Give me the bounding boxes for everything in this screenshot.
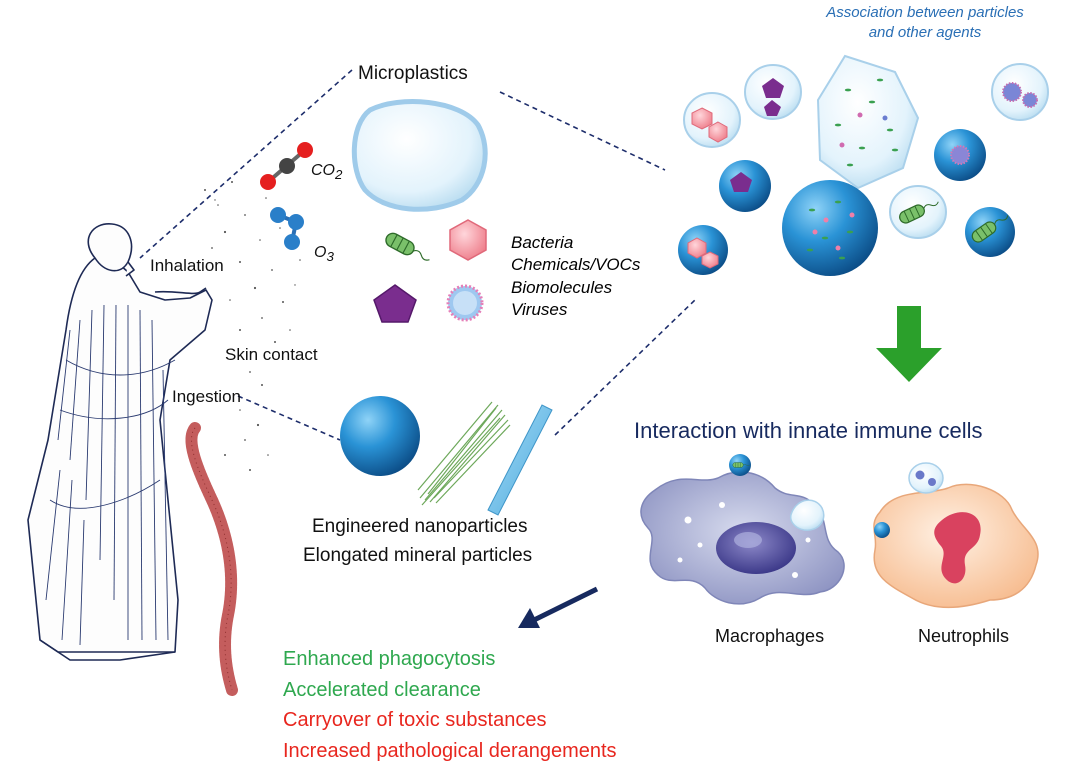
o3-subscript: 3 <box>326 249 334 265</box>
elongated-mineral-label: Elongated mineral particles <box>303 545 533 566</box>
outcome-carryover: Carryover of toxic substances <box>283 709 547 731</box>
neutrophils-label: Neutrophils <box>918 626 1010 646</box>
agent-biomolecules: Biomolecules <box>511 277 613 297</box>
biomolecule-icon <box>373 284 417 323</box>
mineral-slab <box>487 404 553 516</box>
nanoparticle-sphere <box>340 396 420 476</box>
mineral-fibers <box>417 401 511 506</box>
inhalation-label: Inhalation <box>150 256 224 275</box>
association-cluster <box>678 54 1049 276</box>
agent-chemicals: Chemicals/VOCs <box>511 255 641 275</box>
down-arrow <box>876 306 942 382</box>
co2-subscript: 2 <box>335 167 343 183</box>
virus-icon <box>446 284 484 322</box>
microplastic-particle <box>351 99 488 212</box>
association-title: Association between particles and other … <box>790 3 1060 44</box>
o3-base: O <box>314 244 327 261</box>
particle-haze <box>204 181 301 471</box>
agent-bacteria: Bacteria <box>511 233 574 252</box>
macrophage-cell <box>640 454 845 605</box>
skin-contact-label: Skin contact <box>225 345 318 364</box>
co2-label: CO2 <box>311 162 342 183</box>
macrophages-label: Macrophages <box>715 626 825 646</box>
neutrophil-cell <box>873 462 1039 608</box>
connector-lines <box>139 69 696 441</box>
outcome-accelerated-clearance: Accelerated clearance <box>283 678 481 701</box>
o3-label: O3 <box>314 244 334 265</box>
agent-list: Bacteria Chemicals/VOCs Biomolecules Vir… <box>511 232 640 322</box>
o3-molecule <box>270 207 304 250</box>
microplastics-label: Microplastics <box>358 63 468 84</box>
engineered-nanoparticles-label: Engineered nanoparticles <box>312 516 528 537</box>
woman-figure <box>27 223 213 661</box>
bacteria-icon <box>382 230 434 267</box>
agent-viruses: Viruses <box>511 300 568 320</box>
association-line-2: and other agents <box>868 24 982 42</box>
chemical-icon <box>449 219 487 261</box>
outcome-arrow <box>518 586 599 628</box>
outcome-enhanced-phagocytosis: Enhanced phagocytosis <box>283 648 496 670</box>
association-line-1: Association between particles <box>826 4 1024 21</box>
interaction-title: Interaction with innate immune cells <box>634 418 983 443</box>
outcome-pathological: Increased pathological derangements <box>283 739 617 762</box>
worm <box>185 422 238 696</box>
co2-base: CO <box>311 162 335 179</box>
ingestion-label: Ingestion <box>172 387 241 406</box>
co2-molecule <box>260 142 313 190</box>
outcome-list: Enhanced phagocytosis Accelerated cleara… <box>283 644 617 766</box>
